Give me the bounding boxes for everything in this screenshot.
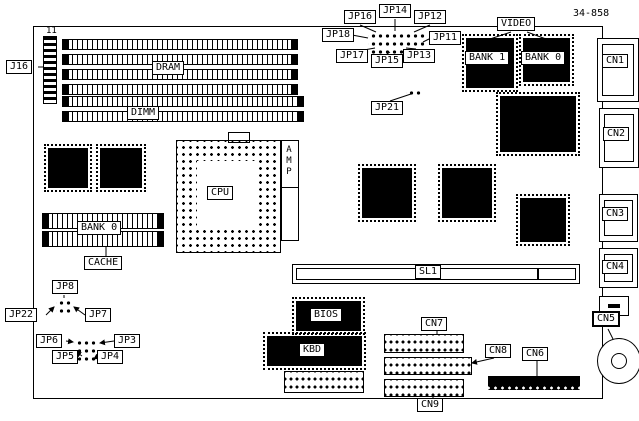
label-cache: CACHE [84, 256, 123, 270]
part-number: 34-858 [573, 8, 610, 19]
cn1-port [597, 38, 639, 102]
label-cn8: CN8 [485, 344, 512, 358]
label-jp13: JP13 [403, 49, 436, 63]
label-cpu: CPU [207, 186, 234, 200]
jp21-jumper [406, 87, 422, 95]
label-jp17: JP17 [336, 49, 369, 63]
label-kbd: KBD [299, 343, 326, 357]
chip-left-1 [44, 144, 92, 192]
chip-mid-2 [438, 164, 496, 222]
label-jp16: JP16 [344, 10, 377, 24]
label-bios: BIOS [310, 308, 343, 322]
label-bank1: BANK 1 [465, 51, 510, 65]
label-cn2: CN2 [603, 127, 630, 141]
chip-mid-1 [358, 164, 416, 222]
label-jp5: JP5 [52, 350, 79, 364]
label-j16: J16 [6, 60, 33, 74]
label-jp7: JP7 [85, 308, 112, 322]
dimm-socket-2 [62, 111, 304, 122]
label-cn1: CN1 [602, 54, 629, 68]
dimm-socket-1 [62, 96, 304, 107]
label-cn9: CN9 [417, 398, 444, 412]
video-controller-chip [496, 92, 580, 156]
dram-socket-4 [62, 84, 298, 95]
label-amp: AMP [284, 145, 294, 178]
cn6-connector [488, 376, 580, 390]
label-jp21: JP21 [371, 101, 404, 115]
label-jp18: JP18 [322, 28, 355, 42]
label-jp6: JP6 [36, 334, 63, 348]
label-jp11: JP11 [429, 31, 462, 45]
jp8-jumper [56, 297, 72, 317]
sl1-slot-key [537, 268, 539, 280]
label-jp12: JP12 [414, 10, 447, 24]
label-cn7: CN7 [421, 317, 448, 331]
chip-mid-3 [516, 194, 570, 246]
label-dram: DRAM [152, 61, 185, 75]
label-cn4: CN4 [602, 260, 629, 274]
label-cn3: CN3 [602, 207, 629, 221]
amp-regulator: AMP [281, 140, 299, 241]
label-jp3: JP3 [114, 334, 141, 348]
label-cn6: CN6 [522, 347, 549, 361]
label-dimm: DIMM [127, 106, 160, 120]
label-jp15: JP15 [371, 54, 404, 68]
cn9-connector [384, 379, 464, 397]
label-sl1: SL1 [415, 265, 442, 279]
cn5-aux-port-pin [608, 304, 620, 308]
dram-socket-1 [62, 39, 298, 50]
label-bank0-video: BANK 0 [521, 51, 566, 65]
label-cn5: CN5 [592, 311, 621, 327]
label-jp4: JP4 [97, 350, 124, 364]
amp-divider [282, 187, 298, 188]
label-jp14: JP14 [379, 4, 412, 18]
cn1-port-inner [602, 44, 634, 96]
front-panel-header [284, 371, 364, 393]
label-video: VIDEO [497, 17, 536, 31]
pin11-marker: 11 [46, 26, 57, 36]
cn7-connector [384, 334, 464, 353]
cn5-din-connector [597, 338, 639, 384]
chip-left-2 [96, 144, 146, 192]
label-bank0-cache: BANK 0 [77, 221, 122, 235]
cn8-connector [384, 357, 472, 375]
j16-connector [43, 36, 57, 104]
cn5-din-inner [611, 353, 627, 369]
label-jp22: JP22 [5, 308, 38, 322]
label-jp8: JP8 [52, 280, 79, 294]
